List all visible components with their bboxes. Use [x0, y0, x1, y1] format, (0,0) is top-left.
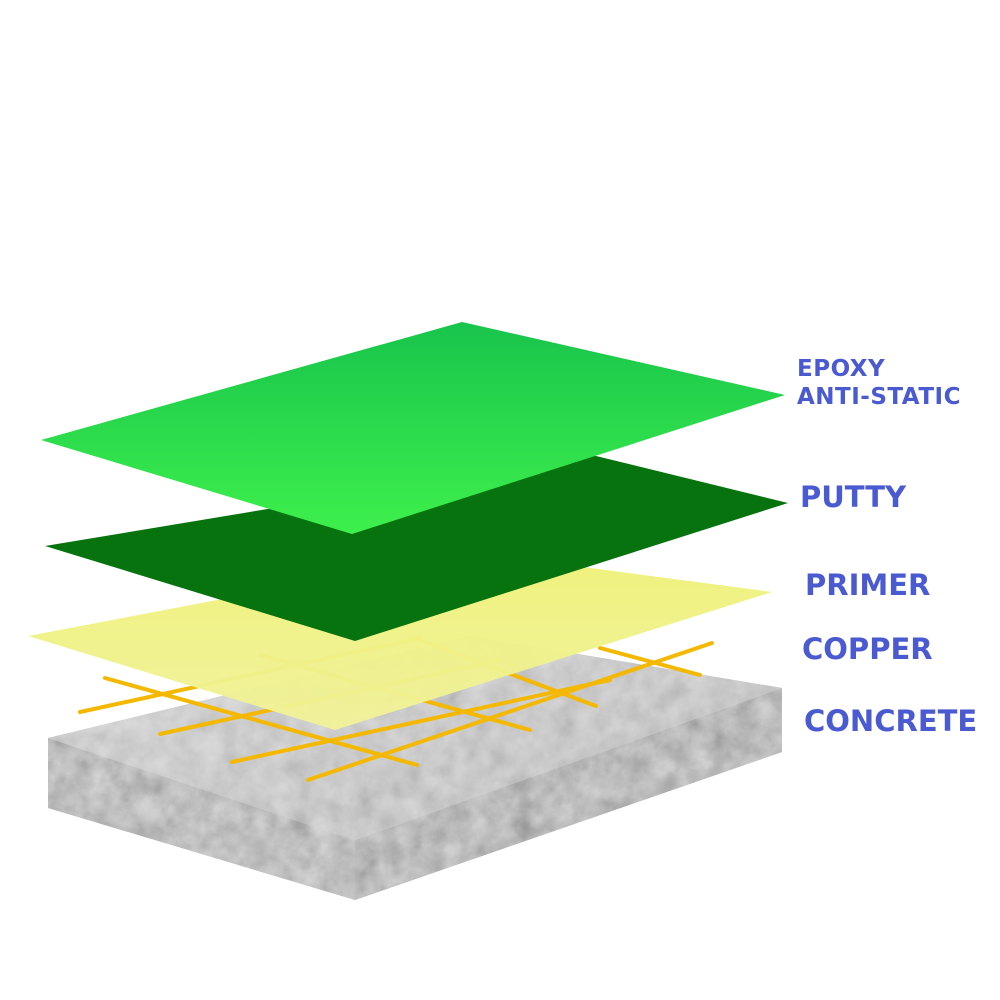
- copper-wire: [103, 676, 419, 767]
- label-concrete: CONCRETE: [804, 704, 978, 738]
- label-primer: PRIMER: [805, 568, 931, 602]
- primer-layer-sheet: [28, 552, 772, 730]
- copper-wire: [306, 641, 714, 782]
- epoxy-layer-sheet: [41, 322, 785, 534]
- concrete-slab: [48, 636, 782, 900]
- label-putty: PUTTY: [800, 480, 907, 514]
- label-epoxy-line2: ANTI-STATIC: [797, 383, 961, 410]
- putty-layer-sheet: [45, 455, 788, 641]
- label-copper: COPPER: [802, 632, 933, 666]
- label-epoxy-anti-static: EPOXY ANTI-STATIC: [797, 356, 961, 411]
- copper-wire: [230, 678, 612, 764]
- copper-wire: [598, 646, 702, 677]
- label-epoxy-line1: EPOXY: [797, 356, 886, 382]
